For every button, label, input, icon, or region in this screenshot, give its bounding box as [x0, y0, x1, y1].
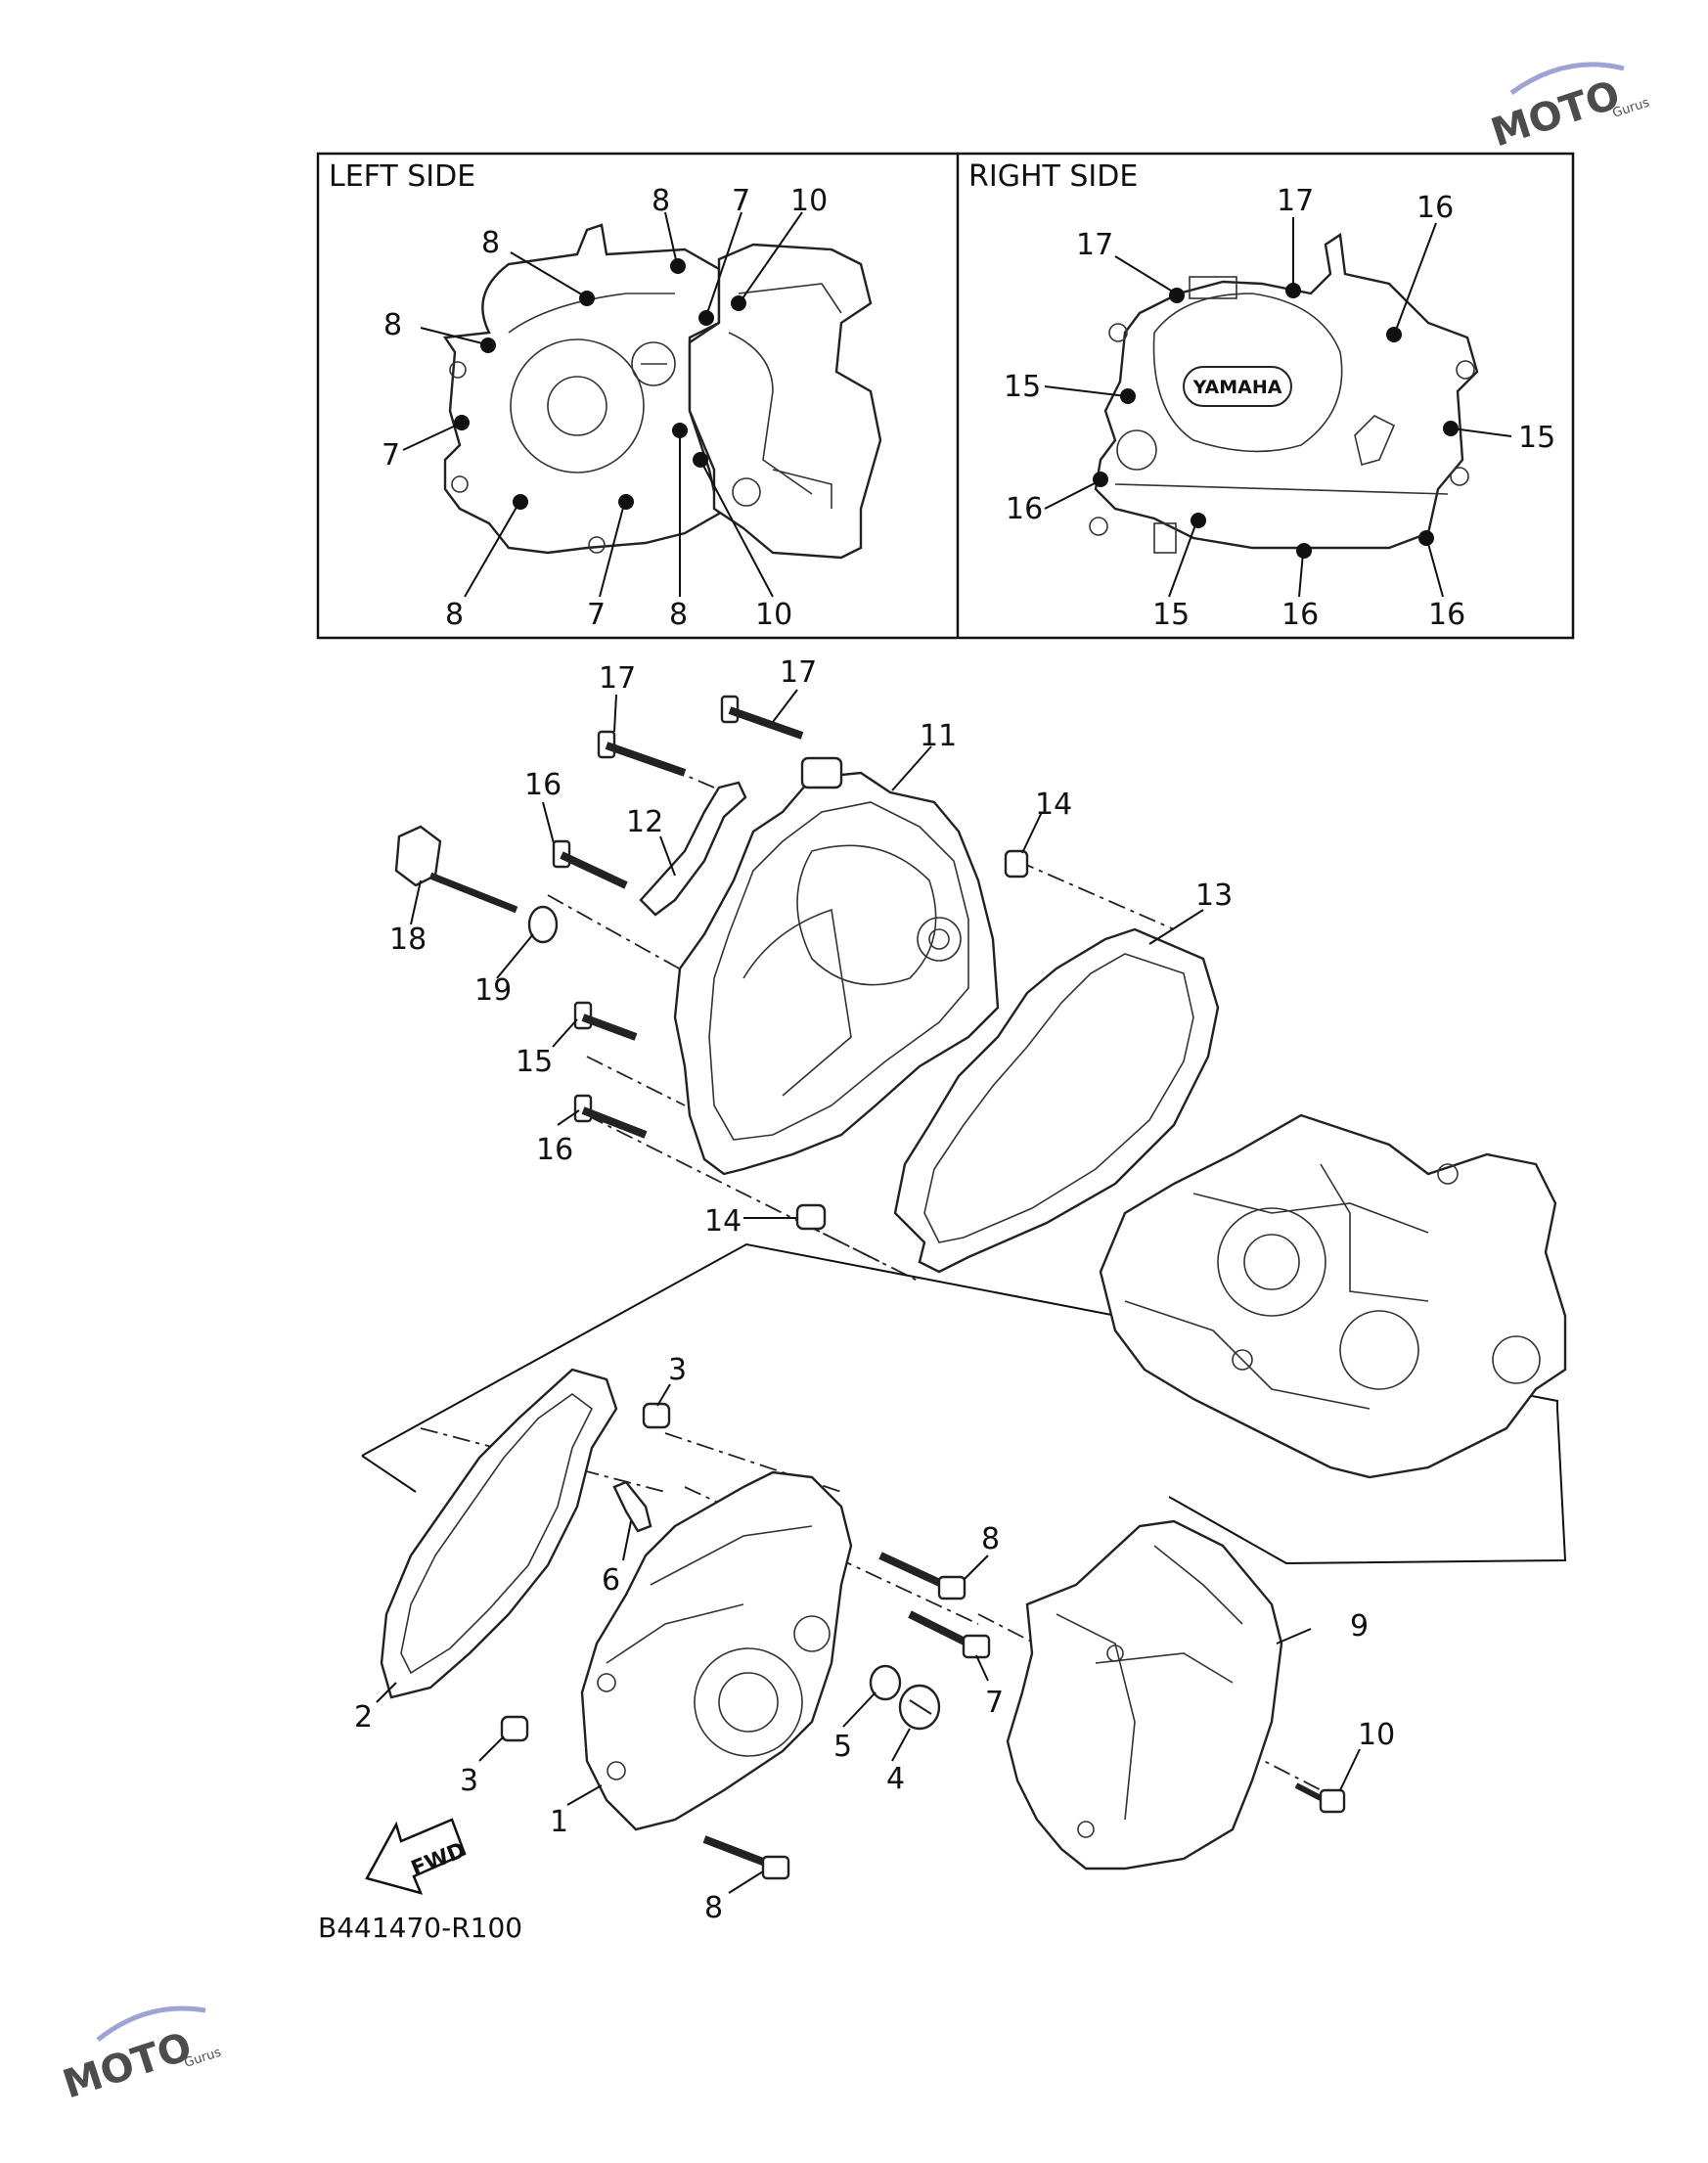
- callout: 2: [354, 1700, 373, 1735]
- sprocket-cover-9: [1006, 1519, 1283, 1870]
- left-label: 8: [652, 184, 670, 218]
- callout: 14: [1035, 788, 1072, 822]
- right-label: 15: [1518, 421, 1555, 455]
- main-callouts: 17 17 11 16 12 14 13 18 19 15 16 14 3 6 …: [354, 655, 1395, 1925]
- callout: 6: [602, 1563, 620, 1598]
- callout: 9: [1350, 1609, 1369, 1644]
- left-label: 10: [755, 598, 792, 632]
- oil-dipstick-18: [394, 825, 518, 914]
- callout: 19: [474, 973, 512, 1008]
- brand-plate: YAMAHA: [1183, 366, 1292, 407]
- left-crankcase-cover-1: [580, 1470, 853, 1831]
- callout: 12: [626, 805, 663, 839]
- right-side-bolt-dots: [1093, 283, 1459, 559]
- callout: 10: [1358, 1718, 1395, 1752]
- diagram-code: B441470-R100: [318, 1912, 522, 1944]
- clamp-6: [612, 1480, 652, 1533]
- o-ring-5: [869, 1664, 902, 1701]
- bolt-17b: [720, 695, 804, 740]
- gasket-2: [380, 1368, 618, 1699]
- callout: 4: [886, 1762, 905, 1796]
- left-label: 10: [790, 184, 828, 218]
- bolt-17a: [597, 730, 687, 777]
- main-leaders: [376, 689, 1361, 1894]
- fwd-arrow-icon: FWD: [365, 1818, 470, 1895]
- right-label: 15: [1004, 370, 1041, 404]
- right-label: 15: [1152, 598, 1190, 632]
- left-label: 7: [587, 598, 606, 632]
- crankcase: [1099, 1113, 1567, 1479]
- o-ring-19: [527, 905, 559, 944]
- watermark-top-right: MOTO Gurus: [1486, 62, 1651, 157]
- right-label: 17: [1076, 228, 1113, 262]
- watermark-bottom-left: MOTO Gurus: [58, 2005, 223, 2108]
- left-label: 8: [669, 598, 688, 632]
- right-side-leaders: [1044, 217, 1512, 598]
- left-side-bolt-dots: [454, 258, 746, 510]
- left-side-cover: [442, 223, 882, 560]
- callout: 5: [833, 1730, 852, 1764]
- right-label: 16: [1428, 598, 1465, 632]
- dowel-pin-14: [795, 849, 1029, 1231]
- callout: 14: [704, 1204, 742, 1239]
- left-side-title: LEFT SIDE: [329, 159, 475, 194]
- bracket-12: [639, 781, 747, 917]
- callout: 16: [536, 1133, 573, 1167]
- right-side-labels: 17 16 17 15 15 16 15 16 16: [1004, 184, 1555, 632]
- callout: 16: [524, 768, 562, 802]
- bolt-7: [908, 1610, 991, 1659]
- callout: 18: [389, 923, 427, 957]
- gasket-13: [893, 927, 1220, 1274]
- bolt-10: [1294, 1782, 1346, 1814]
- callout: 7: [985, 1686, 1004, 1720]
- left-side-leaders: [402, 211, 803, 598]
- bolt-8-lower: [702, 1835, 790, 1880]
- callout: 3: [668, 1353, 687, 1387]
- bolt-16a: [552, 839, 628, 889]
- right-crankcase-cover-11: [673, 756, 1000, 1176]
- bolt-16b: [573, 1094, 648, 1139]
- right-label: 16: [1281, 598, 1319, 632]
- left-label: 7: [732, 184, 750, 218]
- callout: 17: [599, 661, 636, 696]
- callout: 11: [920, 719, 957, 753]
- bolt-15: [573, 1001, 638, 1041]
- callout: 15: [516, 1045, 553, 1079]
- left-label: 7: [382, 438, 400, 473]
- callout: 8: [981, 1522, 1000, 1556]
- right-side-title: RIGHT SIDE: [968, 159, 1138, 194]
- left-label: 8: [383, 308, 402, 342]
- left-side-labels: 8 7 10 8 8 7 8 7 8 10: [382, 184, 828, 632]
- dowel-pin-3: [500, 1402, 671, 1742]
- watermark-brand: MOTO: [1486, 72, 1626, 156]
- callout: 17: [780, 655, 817, 690]
- callout: 13: [1195, 879, 1233, 913]
- right-label: 17: [1277, 184, 1314, 218]
- left-label: 8: [445, 598, 464, 632]
- right-label: 16: [1006, 492, 1043, 526]
- left-label: 8: [481, 226, 500, 260]
- callout: 8: [704, 1891, 723, 1925]
- bolt-8-upper: [878, 1552, 966, 1600]
- brand-plate-text: YAMAHA: [1192, 377, 1282, 398]
- plug-4: [898, 1684, 941, 1731]
- callout: 3: [460, 1764, 478, 1798]
- watermark-brand: MOTO: [58, 2024, 198, 2107]
- callout: 1: [550, 1805, 568, 1839]
- right-label: 16: [1416, 191, 1454, 225]
